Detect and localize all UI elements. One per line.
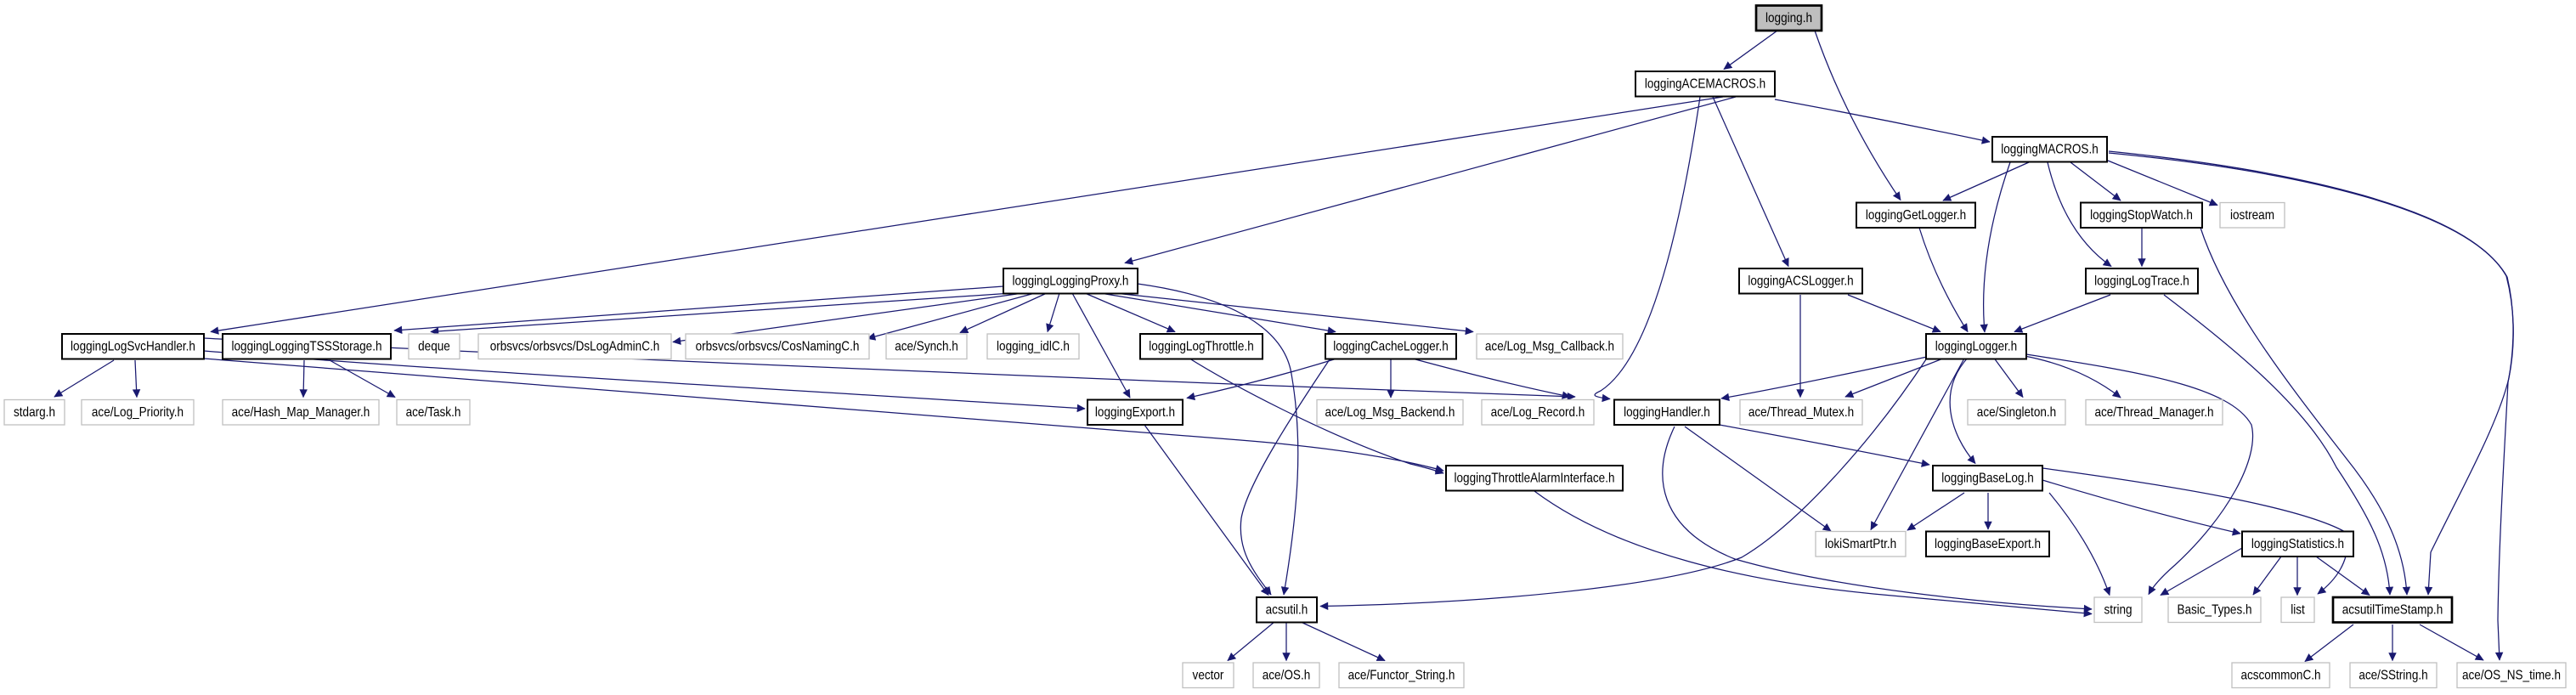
svg-text:loggingLoggingProxy.h: loggingLoggingProxy.h: [1013, 274, 1129, 289]
svg-text:ace/Singleton.h: ace/Singleton.h: [1977, 405, 2056, 420]
svg-text:loggingCacheLogger.h: loggingCacheLogger.h: [1333, 340, 1449, 354]
svg-text:ace/Synch.h: ace/Synch.h: [895, 340, 958, 354]
svg-text:acsutil.h: acsutil.h: [1266, 603, 1308, 618]
svg-text:loggingACEMACROS.h: loggingACEMACROS.h: [1645, 77, 1765, 92]
svg-text:ace/Log_Msg_Callback.h: ace/Log_Msg_Callback.h: [1485, 340, 1614, 354]
svg-text:loggingBaseExport.h: loggingBaseExport.h: [1935, 537, 2041, 551]
svg-text:loggingBaseLog.h: loggingBaseLog.h: [1941, 472, 2034, 486]
svg-text:iostream: iostream: [2230, 208, 2274, 223]
svg-text:list: list: [2291, 603, 2305, 618]
svg-text:stdarg.h: stdarg.h: [14, 405, 55, 420]
svg-text:ace/Log_Msg_Backend.h: ace/Log_Msg_Backend.h: [1325, 405, 1455, 420]
svg-text:orbsvcs/orbsvcs/DsLogAdminC.h: orbsvcs/orbsvcs/DsLogAdminC.h: [490, 340, 660, 354]
svg-text:ace/Task.h: ace/Task.h: [406, 405, 461, 420]
svg-text:loggingLoggingTSSStorage.h: loggingLoggingTSSStorage.h: [232, 340, 382, 354]
svg-text:loggingHandler.h: loggingHandler.h: [1624, 405, 1710, 420]
svg-text:loggingLogThrottle.h: loggingLogThrottle.h: [1149, 340, 1254, 354]
svg-text:orbsvcs/orbsvcs/CosNamingC.h: orbsvcs/orbsvcs/CosNamingC.h: [696, 340, 860, 354]
svg-text:loggingLogSvcHandler.h: loggingLogSvcHandler.h: [71, 340, 195, 354]
svg-text:loggingGetLogger.h: loggingGetLogger.h: [1866, 208, 1966, 223]
svg-text:ace/Thread_Manager.h: ace/Thread_Manager.h: [2094, 405, 2213, 420]
svg-text:logging.h: logging.h: [1765, 11, 1812, 25]
svg-text:loggingExport.h: loggingExport.h: [1095, 405, 1175, 420]
svg-text:ace/SString.h: ace/SString.h: [2359, 669, 2427, 683]
svg-text:ace/Functor_String.h: ace/Functor_String.h: [1348, 669, 1455, 683]
svg-text:ace/Log_Priority.h: ace/Log_Priority.h: [92, 405, 184, 420]
svg-text:ace/Thread_Mutex.h: ace/Thread_Mutex.h: [1748, 405, 1854, 420]
svg-text:loggingMACROS.h: loggingMACROS.h: [2001, 143, 2099, 157]
svg-text:loggingLogger.h: loggingLogger.h: [1935, 340, 2017, 354]
svg-text:deque: deque: [418, 340, 450, 354]
svg-text:ace/Log_Record.h: ace/Log_Record.h: [1491, 405, 1585, 420]
svg-text:lokiSmartPtr.h: lokiSmartPtr.h: [1825, 537, 1896, 551]
svg-text:ace/OS.h: ace/OS.h: [1263, 669, 1311, 683]
svg-text:loggingStopWatch.h: loggingStopWatch.h: [2090, 208, 2193, 223]
svg-text:ace/Hash_Map_Manager.h: ace/Hash_Map_Manager.h: [232, 405, 370, 420]
svg-text:loggingThrottleAlarmInterface.: loggingThrottleAlarmInterface.h: [1455, 472, 1615, 486]
svg-text:ace/OS_NS_time.h: ace/OS_NS_time.h: [2462, 669, 2561, 683]
svg-text:vector: vector: [1193, 669, 1224, 683]
svg-text:string: string: [2104, 603, 2132, 618]
svg-text:acsutilTimeStamp.h: acsutilTimeStamp.h: [2342, 603, 2443, 618]
svg-text:loggingACSLogger.h: loggingACSLogger.h: [1748, 274, 1853, 289]
svg-text:loggingLogTrace.h: loggingLogTrace.h: [2094, 274, 2189, 289]
svg-text:logging_idlC.h: logging_idlC.h: [997, 340, 1070, 354]
svg-text:Basic_Types.h: Basic_Types.h: [2177, 603, 2251, 618]
svg-text:acscommonC.h: acscommonC.h: [2240, 669, 2320, 683]
svg-text:loggingStatistics.h: loggingStatistics.h: [2251, 537, 2344, 551]
